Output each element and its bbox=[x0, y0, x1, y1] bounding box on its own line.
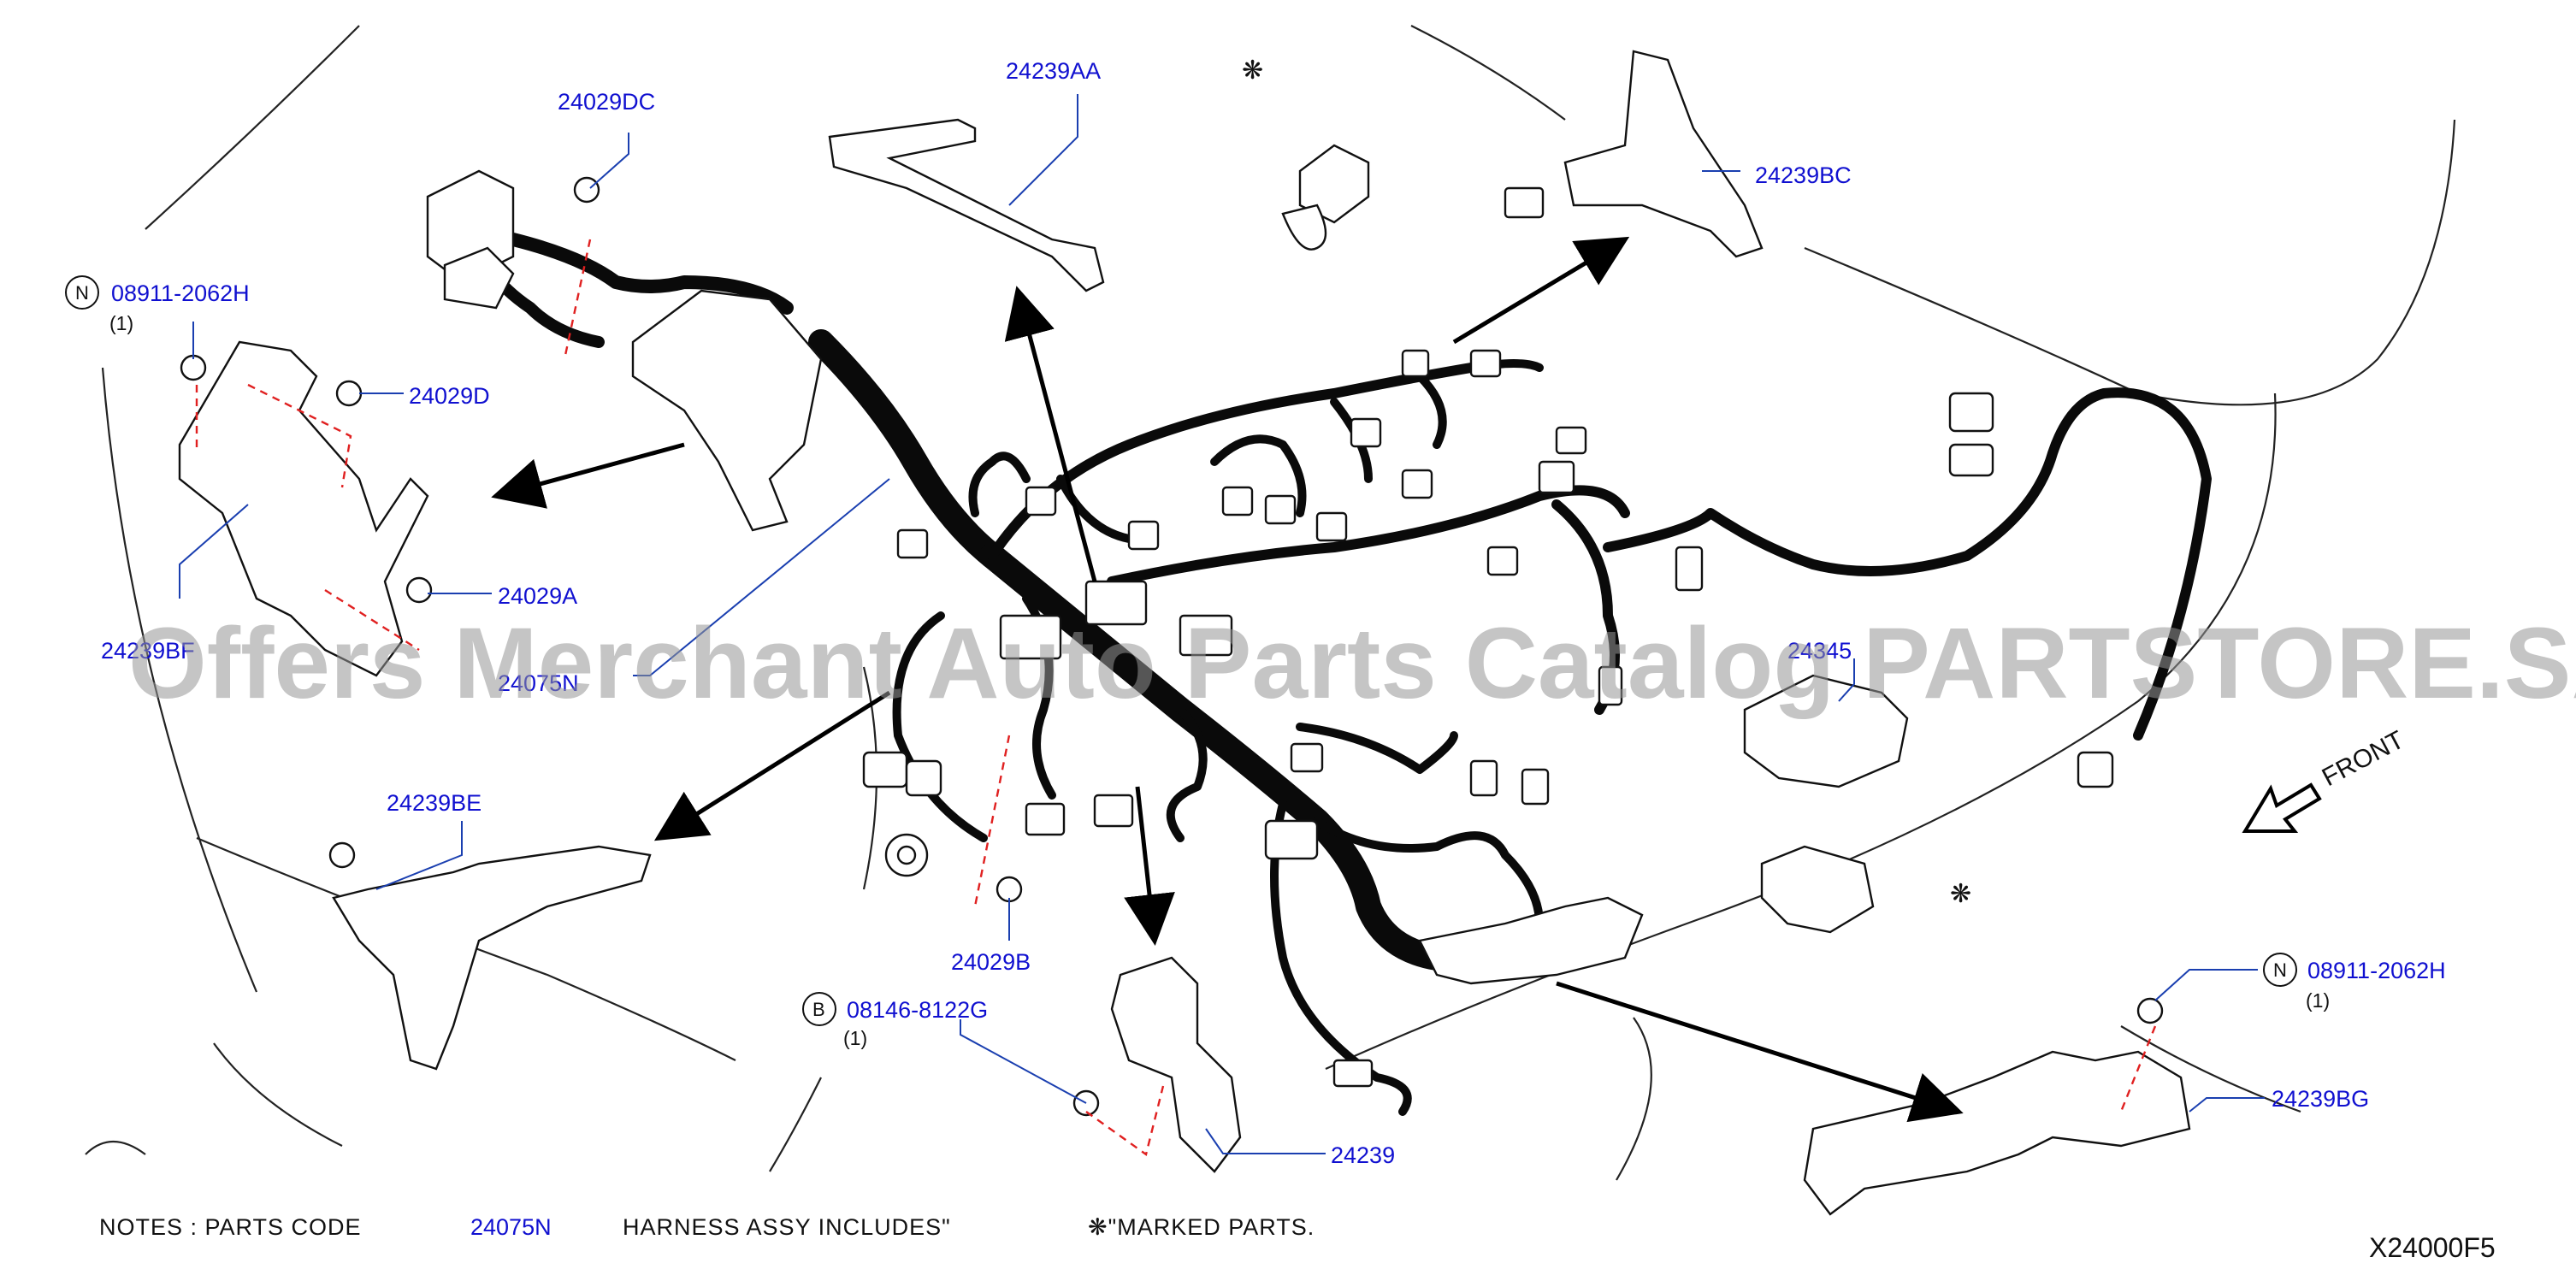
notes-suffix: ❋"MARKED PARTS. bbox=[1088, 1214, 1315, 1240]
spec-letter-n-right: N bbox=[2273, 959, 2287, 981]
leader-lines bbox=[179, 94, 2265, 1154]
nut-08911-left bbox=[180, 354, 207, 381]
qty-08911-right: (1) bbox=[2306, 989, 2330, 1012]
part-label-24239bc[interactable]: 24239BC bbox=[1755, 162, 1852, 188]
marked-symbol-top: ❋ bbox=[1242, 56, 1263, 85]
bracket-24239bf bbox=[178, 340, 429, 677]
front-direction-indicator: FRONT bbox=[2242, 726, 2409, 833]
explode-arrows bbox=[491, 236, 1964, 1123]
part-label-24345[interactable]: 24345 bbox=[1787, 638, 1852, 664]
watermark: Offers Merchant Auto Parts Catalog PARTS… bbox=[128, 607, 2576, 720]
bracket-24239aa bbox=[828, 118, 1105, 292]
clamp-bracket-upper bbox=[631, 289, 823, 532]
component-drawings bbox=[178, 50, 2191, 1216]
part-label-24029d[interactable]: 24029D bbox=[409, 383, 490, 409]
notes-parts-code[interactable]: 24075N bbox=[470, 1214, 552, 1240]
part-labels: 24239AA 24029DC 24239BC N 08911-2062H (1… bbox=[65, 58, 2446, 1168]
notes-prefix: NOTES : PARTS CODE bbox=[99, 1214, 362, 1240]
qty-08911-left: (1) bbox=[109, 312, 133, 334]
nut-08911-right bbox=[2136, 997, 2164, 1024]
bolt-24239be bbox=[328, 841, 356, 869]
part-label-24029b[interactable]: 24029B bbox=[951, 949, 1031, 975]
qty-08146: (1) bbox=[843, 1027, 867, 1049]
front-arrow-icon bbox=[2242, 782, 2322, 833]
part-label-24029a[interactable]: 24029A bbox=[498, 583, 577, 609]
fuse-block-24345 bbox=[1743, 674, 1909, 788]
part-label-08146-8122g[interactable]: 08146-8122G bbox=[847, 997, 988, 1023]
spec-letter-n-left: N bbox=[75, 282, 89, 304]
notes-line: NOTES : PARTS CODE 24075N HARNESS ASSY I… bbox=[99, 1214, 1315, 1240]
spec-circle-n-left bbox=[65, 275, 99, 310]
bracket-24239bg bbox=[1803, 1050, 2191, 1216]
bolt-24029a bbox=[405, 576, 433, 604]
nut-24029b bbox=[996, 876, 1023, 903]
spec-circle-b bbox=[802, 992, 836, 1026]
spec-letter-b: B bbox=[812, 999, 825, 1020]
diagram-code: X24000F5 bbox=[2369, 1232, 2496, 1263]
part-label-24029dc[interactable]: 24029DC bbox=[558, 89, 655, 115]
part-label-24239aa[interactable]: 24239AA bbox=[1006, 58, 1101, 84]
clip bbox=[1298, 144, 1370, 224]
bracket-24239bc bbox=[1563, 50, 1764, 258]
front-label: FRONT bbox=[2318, 726, 2409, 793]
bracket-24239be bbox=[332, 845, 652, 1071]
harness-connectors bbox=[862, 186, 2114, 1088]
part-label-08911-2062h-left[interactable]: 08911-2062H bbox=[111, 280, 250, 306]
marked-symbol-right: ❋ bbox=[1950, 880, 1971, 908]
spec-circle-n-right bbox=[2263, 953, 2297, 987]
bolt-24029d bbox=[335, 380, 363, 407]
part-label-24239bf[interactable]: 24239BF bbox=[101, 638, 195, 664]
notes-middle: HARNESS ASSY INCLUDES" bbox=[623, 1214, 951, 1240]
part-label-24239[interactable]: 24239 bbox=[1331, 1142, 1395, 1168]
clamp-bracket-lower bbox=[1418, 896, 1644, 985]
part-label-24075n[interactable]: 24075N bbox=[498, 670, 579, 696]
bracket-24239 bbox=[1110, 956, 1242, 1173]
bolt-24029dc bbox=[573, 176, 600, 204]
fastener-guide-lines bbox=[195, 239, 2157, 1157]
part-label-24239bg[interactable]: 24239BG bbox=[2272, 1086, 2369, 1112]
part-label-08911-2062h-right[interactable]: 08911-2062H bbox=[2307, 958, 2446, 983]
part-label-24239be[interactable]: 24239BE bbox=[387, 790, 482, 816]
vehicle-body-outline bbox=[85, 25, 2456, 1181]
